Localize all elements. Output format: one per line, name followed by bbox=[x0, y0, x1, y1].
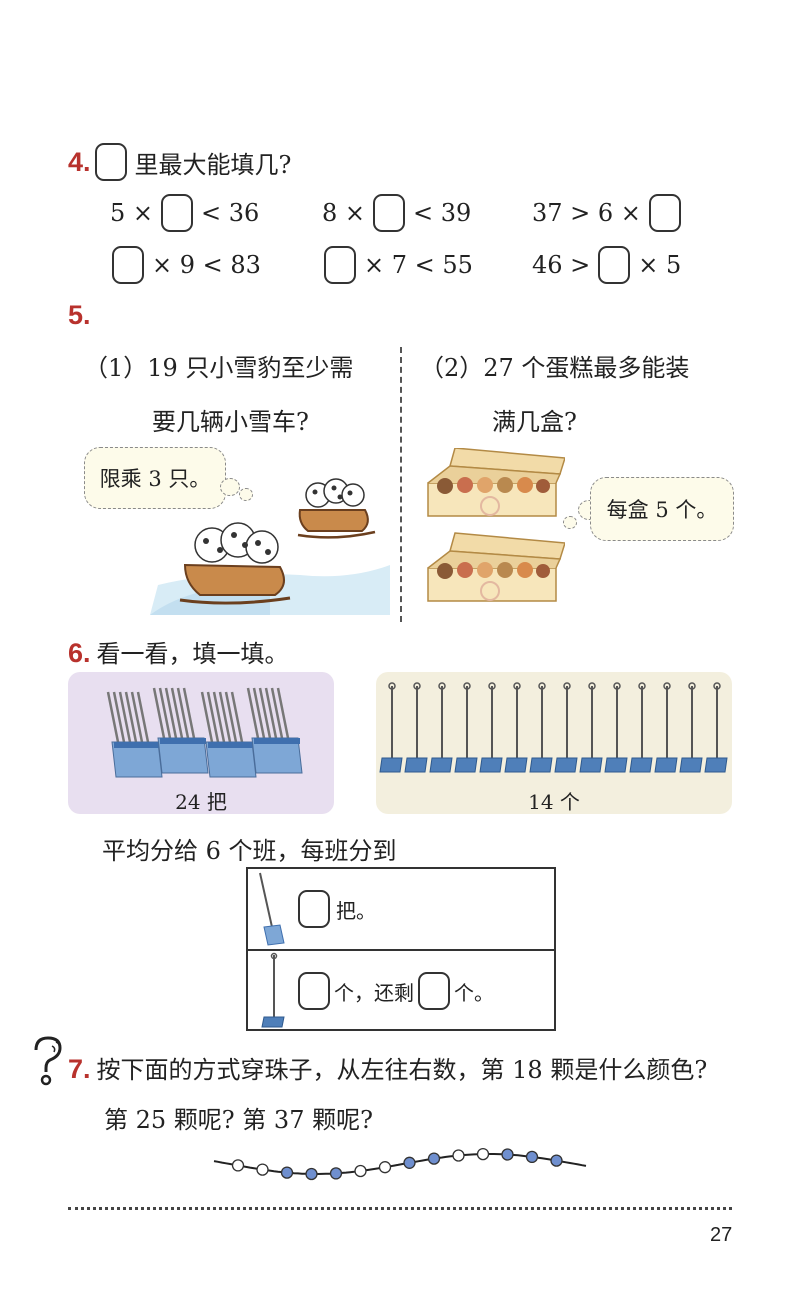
q5-part1-line1: （1）19 只小雪豹至少需 bbox=[84, 354, 354, 382]
answer-box[interactable] bbox=[598, 246, 631, 284]
dustpan bbox=[504, 682, 528, 773]
bubble-dot bbox=[220, 478, 240, 496]
q5-divider bbox=[400, 347, 402, 622]
q7-header: 7. 按下面的方式穿珠子，从左往右数，第 18 颗是什么颜色? bbox=[68, 1050, 707, 1085]
answer-box[interactable] bbox=[648, 194, 681, 232]
answer-box[interactable] bbox=[112, 246, 144, 284]
table-divider bbox=[248, 949, 554, 951]
bead-string bbox=[213, 1147, 587, 1181]
answer-box[interactable] bbox=[298, 972, 330, 1010]
bead-white bbox=[452, 1149, 465, 1162]
q4-expr-2: 8 × < 39 bbox=[322, 194, 471, 232]
bead-blue bbox=[403, 1156, 416, 1169]
row1-unit: 把。 bbox=[336, 898, 376, 923]
q4-expr-1: 5 × < 36 bbox=[110, 194, 259, 232]
answer-box-sample bbox=[94, 143, 127, 181]
expr-text: × 9 < 83 bbox=[152, 251, 261, 279]
bead-blue bbox=[525, 1150, 539, 1164]
row2-unit: 个。 bbox=[454, 980, 494, 1005]
dustpan bbox=[629, 682, 653, 773]
expr-text: 46 > bbox=[532, 251, 591, 279]
bead-blue bbox=[427, 1152, 441, 1165]
q5-part1-line2: 要几辆小雪车? bbox=[152, 408, 309, 436]
dustpan bbox=[604, 682, 628, 773]
q7-line2: 第 25 颗呢? 第 37 颗呢? bbox=[104, 1106, 373, 1134]
broom-answer-row: 把。 bbox=[248, 869, 554, 949]
answer-box[interactable] bbox=[373, 194, 406, 232]
dustpan bbox=[479, 682, 503, 773]
q6-answer-table: 把。 个，还剩 个。 bbox=[246, 867, 556, 1031]
brooms-panel bbox=[68, 672, 334, 814]
expr-text: 8 × bbox=[322, 199, 366, 227]
cake-boxes-illustration bbox=[427, 448, 565, 602]
bead-blue bbox=[280, 1166, 294, 1179]
q4-expr-4: × 9 < 83 bbox=[110, 246, 261, 284]
q5-part2-line2: 满几盒? bbox=[492, 408, 577, 436]
dustpans-caption: 14 个 bbox=[528, 790, 580, 814]
expr-text: < 36 bbox=[201, 199, 260, 227]
dustpans-illustration bbox=[379, 682, 728, 773]
dustpan bbox=[529, 682, 553, 773]
dustpan bbox=[554, 682, 578, 773]
dustpan bbox=[379, 682, 403, 773]
q4-number: 4. bbox=[68, 146, 91, 177]
dustpan bbox=[679, 682, 703, 773]
q5-part2-line1: （2）27 个蛋糕最多能装 bbox=[420, 354, 690, 382]
q7-number: 7. bbox=[68, 1054, 91, 1084]
q4-expr-6: 46 > × 5 bbox=[532, 246, 681, 284]
q4-expr-5: × 7 < 55 bbox=[322, 246, 473, 284]
expr-text: < 39 bbox=[413, 199, 472, 227]
q4-expr-3: 37 > 6 × bbox=[532, 194, 683, 232]
dustpan bbox=[704, 682, 728, 773]
bead-blue bbox=[305, 1167, 318, 1181]
bead-blue bbox=[329, 1167, 343, 1180]
page-number: 27 bbox=[710, 1224, 733, 1246]
bead-blue bbox=[550, 1154, 563, 1167]
answer-box[interactable] bbox=[298, 890, 330, 928]
brooms-illustration bbox=[106, 686, 304, 779]
q6-instruction: 平均分给 6 个班，每班分到 bbox=[102, 837, 397, 865]
dustpans-panel bbox=[376, 672, 732, 814]
q5-number: 5. bbox=[68, 300, 91, 330]
expr-text: 5 × bbox=[110, 199, 154, 227]
bead-white bbox=[354, 1164, 367, 1178]
broom-icon bbox=[259, 872, 285, 946]
q4-title: 里最大能填几? bbox=[134, 150, 292, 179]
bubble-text: 限乘 3 只。 bbox=[99, 467, 211, 491]
bubble-text: 每盒 5 个。 bbox=[606, 498, 718, 522]
row2-mid: 个，还剩 bbox=[334, 980, 414, 1005]
q5-part1-bubble: 限乘 3 只。 bbox=[84, 447, 226, 509]
expr-text: 37 > 6 × bbox=[532, 199, 641, 227]
thinking-question-icon bbox=[34, 1036, 62, 1086]
brooms-caption: 24 把 bbox=[175, 790, 227, 814]
expr-text: × 5 bbox=[638, 251, 682, 279]
snow-leopard-sleds-illustration bbox=[150, 478, 390, 615]
dustpan bbox=[579, 682, 603, 773]
expr-text: × 7 < 55 bbox=[364, 251, 473, 279]
answer-box[interactable] bbox=[161, 194, 194, 232]
q5-part2-bubble: 每盒 5 个。 bbox=[590, 477, 734, 541]
q6-header: 6. 看一看，填一填。 bbox=[68, 634, 289, 669]
bead-white bbox=[476, 1147, 490, 1161]
dustpan bbox=[454, 682, 478, 773]
answer-box[interactable] bbox=[324, 246, 356, 284]
dustpan-icon bbox=[261, 952, 285, 1028]
bead-blue bbox=[501, 1148, 514, 1161]
bead-white bbox=[378, 1161, 392, 1174]
answer-box[interactable] bbox=[418, 972, 450, 1010]
bead-white bbox=[231, 1159, 245, 1172]
bead-white bbox=[256, 1163, 269, 1176]
bubble-dot bbox=[563, 516, 577, 529]
q7-line1: 按下面的方式穿珠子，从左往右数，第 18 颗是什么颜色? bbox=[96, 1056, 708, 1084]
dustpan bbox=[429, 682, 453, 773]
dustpan-answer-row: 个，还剩 个。 bbox=[248, 951, 554, 1031]
dustpan bbox=[654, 682, 678, 773]
footer-divider bbox=[68, 1207, 732, 1210]
dustpan bbox=[404, 682, 428, 773]
q6-title: 看一看，填一填。 bbox=[96, 640, 289, 668]
bead-thread bbox=[213, 1153, 587, 1175]
q4-header: 4. 里最大能填几? bbox=[68, 143, 291, 181]
bubble-dot bbox=[239, 488, 253, 501]
q6-number: 6. bbox=[68, 638, 91, 668]
